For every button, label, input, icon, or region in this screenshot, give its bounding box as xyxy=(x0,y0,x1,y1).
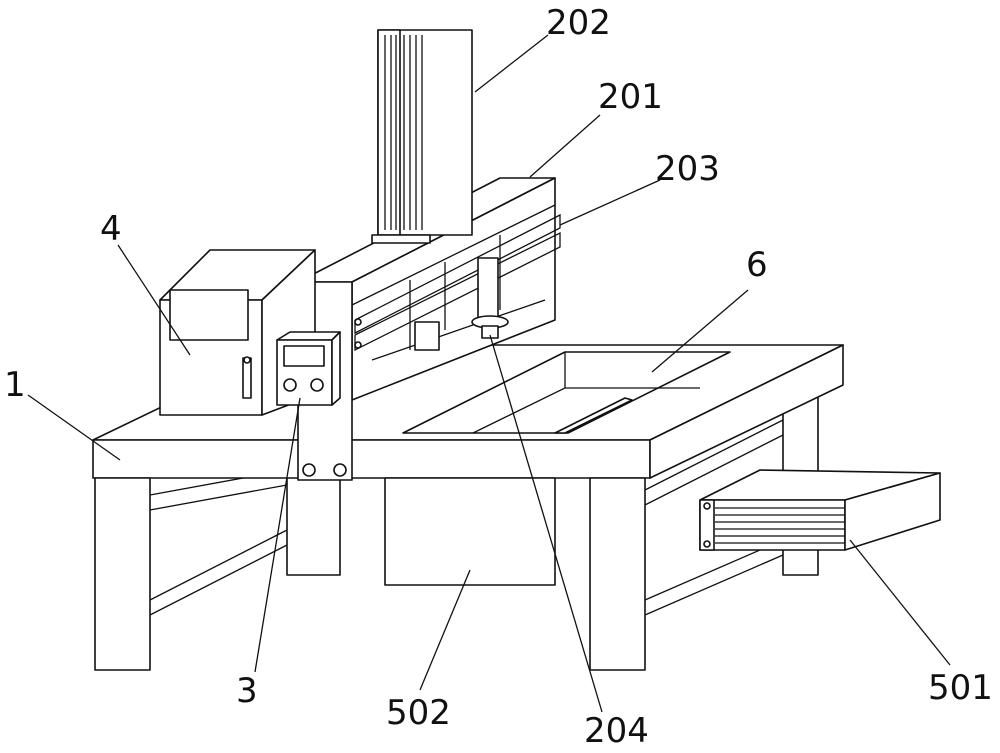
label-4: 4 xyxy=(100,212,122,246)
collection-box-502 xyxy=(385,478,555,585)
label-6: 6 xyxy=(746,248,768,282)
linear-module-501 xyxy=(700,470,940,550)
vertical-actuator-202 xyxy=(372,30,472,243)
label-202: 202 xyxy=(546,6,611,40)
label-201: 201 xyxy=(598,80,663,114)
label-204: 204 xyxy=(584,714,649,748)
label-203: 203 xyxy=(655,152,720,186)
control-box-3 xyxy=(277,332,340,405)
label-502: 502 xyxy=(386,696,451,730)
label-3: 3 xyxy=(236,674,258,708)
label-1: 1 xyxy=(4,368,26,402)
label-501: 501 xyxy=(928,671,993,705)
